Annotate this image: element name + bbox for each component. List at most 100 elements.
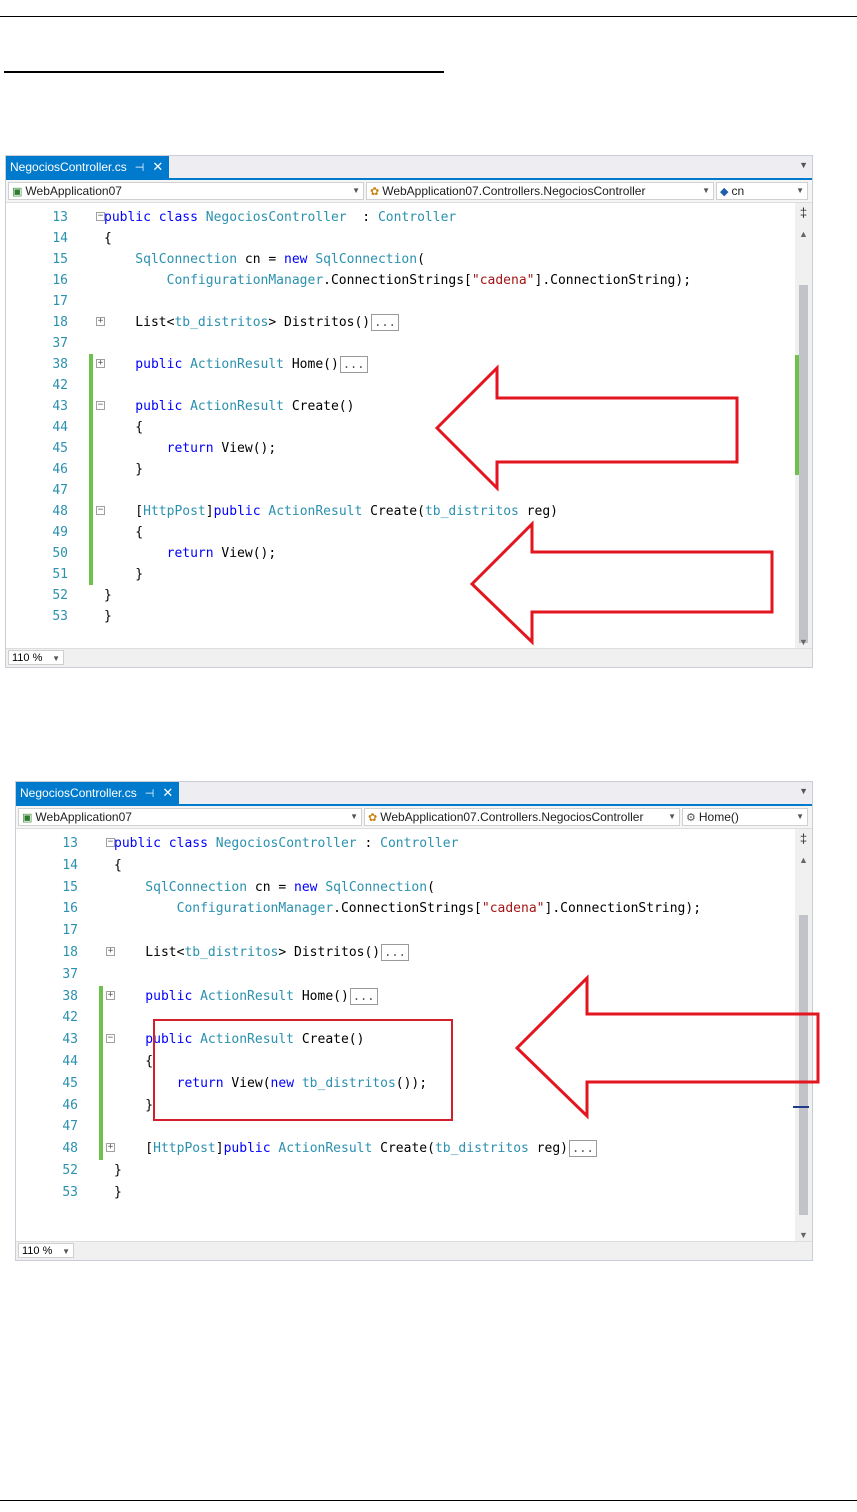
code-line[interactable]: 49 { xyxy=(6,522,795,543)
vertical-scrollbar[interactable]: ‡ ▲ ▼ xyxy=(795,203,812,649)
class-label: WebApplication07.Controllers.NegociosCon… xyxy=(380,810,644,824)
code-token: HttpPost xyxy=(143,504,206,519)
chevron-down-icon[interactable]: ▼ xyxy=(799,160,808,170)
code-line[interactable]: 45 return View(); xyxy=(6,438,795,459)
code-area[interactable]: 13−public class NegociosController : Con… xyxy=(16,829,795,1242)
code-token: SqlConnection xyxy=(315,252,418,267)
code-token: ActionResult xyxy=(190,357,285,372)
expand-outline-icon[interactable]: + xyxy=(106,1142,115,1153)
pin-icon[interactable]: ⊣ xyxy=(144,787,155,800)
line-number: 37 xyxy=(62,966,78,982)
code-line[interactable]: 46 } xyxy=(16,1095,795,1116)
class-dropdown[interactable]: ✿ WebApplication07.Controllers.NegociosC… xyxy=(366,182,714,200)
code-line[interactable]: 52} xyxy=(16,1160,795,1181)
code-line[interactable]: 15 SqlConnection cn = new SqlConnection( xyxy=(6,249,795,270)
change-indicator xyxy=(99,985,103,1160)
code-line[interactable]: 53} xyxy=(16,1182,795,1203)
collapsed-region[interactable]: ... xyxy=(349,987,378,1005)
tab-negocios-controller[interactable]: NegociosController.cs ⊣ ✕ xyxy=(16,782,180,804)
close-icon[interactable]: ✕ xyxy=(162,785,174,800)
code-line[interactable]: 46 } xyxy=(6,459,795,480)
caret-position-marker xyxy=(793,1106,809,1108)
code-line[interactable]: 14{ xyxy=(6,228,795,249)
code-line[interactable]: 43− public ActionResult Create() xyxy=(6,396,795,417)
expand-outline-icon[interactable]: + xyxy=(96,316,105,326)
tab-negocios-controller[interactable]: NegociosController.cs ⊣ ✕ xyxy=(6,156,170,178)
collapse-outline-icon[interactable]: − xyxy=(106,837,115,847)
collapse-outline-icon[interactable]: − xyxy=(96,211,105,221)
code-text: } xyxy=(114,1095,153,1116)
code-line[interactable]: 38+ public ActionResult Home()... xyxy=(6,354,795,375)
code-line[interactable]: 45 return View(new tb_distritos()); xyxy=(16,1073,795,1094)
code-area[interactable]: 13−public class NegociosController : Con… xyxy=(6,203,795,649)
code-token: tb_distritos xyxy=(301,1075,396,1091)
collapse-outline-icon[interactable]: − xyxy=(96,400,105,410)
zoom-dropdown[interactable]: 110 % ▼ xyxy=(8,650,64,665)
member-dropdown[interactable]: ⚙ Home() ▼ xyxy=(682,808,808,826)
close-icon[interactable]: ✕ xyxy=(152,159,164,174)
code-line[interactable]: 43− public ActionResult Create() xyxy=(16,1029,795,1050)
scroll-down-icon[interactable]: ▼ xyxy=(799,637,808,647)
code-line[interactable]: 16 ConfigurationManager.ConnectionString… xyxy=(16,898,795,919)
code-line[interactable]: 48+ [HttpPost]public ActionResult Create… xyxy=(16,1138,795,1159)
code-line[interactable]: 16 ConfigurationManager.ConnectionString… xyxy=(6,270,795,291)
collapsed-region[interactable]: ... xyxy=(569,1140,597,1158)
code-text: { xyxy=(104,522,143,543)
collapsed-region[interactable]: ... xyxy=(381,944,409,961)
code-line[interactable]: 47 xyxy=(6,480,795,501)
code-line[interactable]: 51 } xyxy=(6,564,795,585)
code-token: Create( xyxy=(362,504,425,519)
code-line[interactable]: 38+ public ActionResult Home()... xyxy=(16,986,795,1007)
code-token: { xyxy=(114,1054,154,1069)
code-line[interactable]: 50 return View(); xyxy=(6,543,795,564)
code-line[interactable]: 42 xyxy=(16,1007,795,1028)
zoom-level: 110 % xyxy=(12,652,43,664)
code-line[interactable]: 13−public class NegociosController : Con… xyxy=(16,833,795,854)
split-window-icon[interactable]: ‡ xyxy=(799,831,808,846)
code-token: .ConnectionStrings[ xyxy=(323,273,472,288)
code-line[interactable]: 42 xyxy=(6,375,795,396)
code-token: Controller xyxy=(380,836,459,851)
collapse-outline-icon[interactable]: − xyxy=(106,1033,115,1044)
code-line[interactable]: 48− [HttpPost]public ActionResult Create… xyxy=(6,501,795,522)
scroll-up-icon[interactable]: ▲ xyxy=(799,855,808,865)
scroll-down-icon[interactable]: ▼ xyxy=(799,1230,808,1240)
code-token: reg) xyxy=(518,504,558,519)
project-dropdown[interactable]: ▣ WebApplication07 ▼ xyxy=(18,808,362,826)
expand-outline-icon[interactable]: + xyxy=(106,989,115,1000)
collapse-outline-icon[interactable]: − xyxy=(96,505,105,515)
code-line[interactable]: 37 xyxy=(16,964,795,985)
member-dropdown[interactable]: ◆ cn ▼ xyxy=(716,182,808,200)
collapsed-region[interactable]: ... xyxy=(371,314,399,331)
scroll-up-icon[interactable]: ▲ xyxy=(799,229,808,239)
code-line[interactable]: 53} xyxy=(6,606,795,627)
collapsed-region[interactable]: ... xyxy=(339,356,368,373)
expand-outline-icon[interactable]: + xyxy=(106,946,115,956)
code-line[interactable]: 18+ List<tb_distritos> Distritos()... xyxy=(16,942,795,963)
code-line[interactable]: 13−public class NegociosController : Con… xyxy=(6,207,795,228)
class-dropdown[interactable]: ✿ WebApplication07.Controllers.NegociosC… xyxy=(364,808,680,826)
scroll-thumb[interactable] xyxy=(799,915,808,1215)
split-window-icon[interactable]: ‡ xyxy=(799,205,808,220)
vertical-scrollbar[interactable]: ‡ ▲ ▼ xyxy=(793,829,812,1242)
code-line[interactable]: 52} xyxy=(6,585,795,606)
zoom-dropdown[interactable]: 110 % ▼ xyxy=(18,1243,74,1258)
code-line[interactable]: 15 SqlConnection cn = new SqlConnection( xyxy=(16,877,795,898)
pin-icon[interactable]: ⊣ xyxy=(134,161,145,174)
scroll-thumb[interactable] xyxy=(799,285,808,643)
code-line[interactable]: 18+ List<tb_distritos> Distritos()... xyxy=(6,312,795,333)
code-line[interactable]: 37 xyxy=(6,333,795,354)
code-line[interactable]: 17 xyxy=(6,291,795,312)
expand-outline-icon[interactable]: + xyxy=(96,358,105,368)
code-line[interactable]: 44 { xyxy=(16,1051,795,1072)
code-token: tb_distritos xyxy=(184,945,279,960)
code-line[interactable]: 47 xyxy=(16,1116,795,1137)
code-line[interactable]: 17 xyxy=(16,920,795,941)
code-line[interactable]: 14{ xyxy=(16,855,795,876)
code-token: } xyxy=(104,609,112,624)
project-dropdown[interactable]: ▣ WebApplication07 ▼ xyxy=(8,182,364,200)
code-token: ActionResult xyxy=(190,399,285,414)
line-number: 46 xyxy=(52,462,68,477)
chevron-down-icon[interactable]: ▼ xyxy=(799,786,808,796)
code-line[interactable]: 44 { xyxy=(6,417,795,438)
